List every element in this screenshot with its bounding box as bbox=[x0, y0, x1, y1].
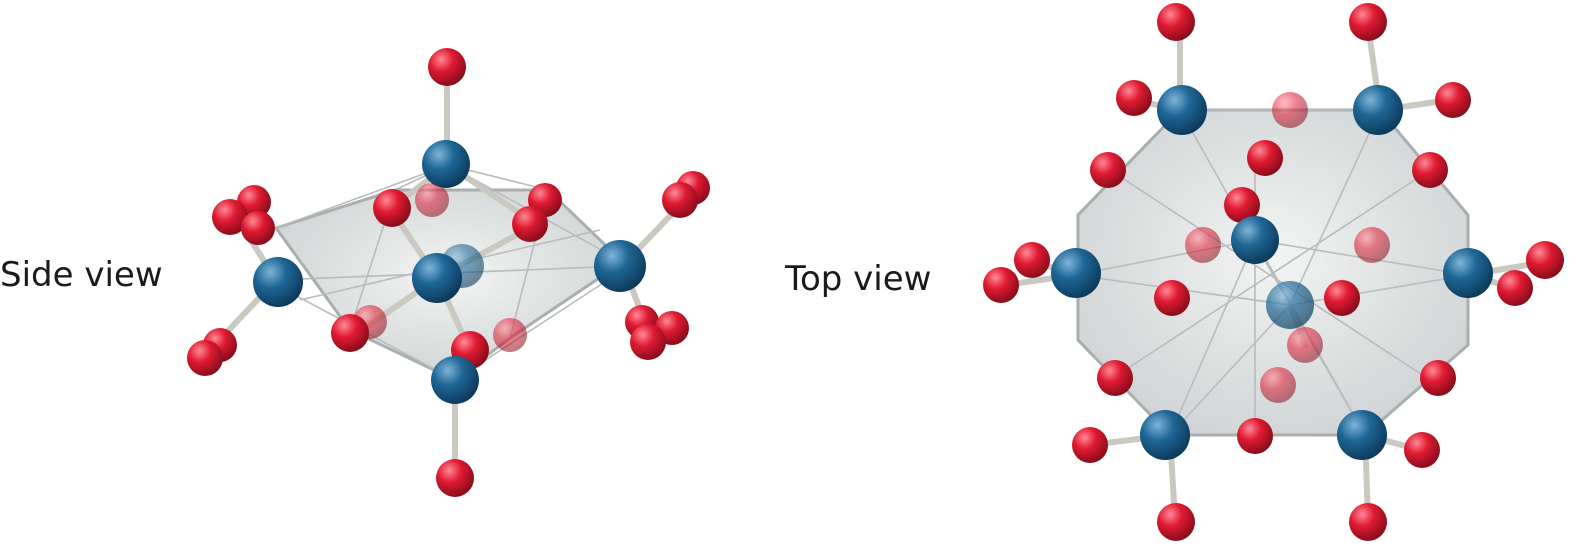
metal-atom bbox=[1443, 248, 1493, 298]
top-view-structure: Top view bbox=[784, 3, 1564, 541]
oxygen-atom bbox=[428, 48, 466, 86]
metal-atom bbox=[412, 253, 462, 303]
side-view-structure: Side view bbox=[0, 48, 710, 497]
metal-atom bbox=[594, 240, 646, 292]
oxygen-atom bbox=[373, 189, 411, 227]
oxygen-atom bbox=[1497, 270, 1533, 306]
oxygen-atom bbox=[1354, 227, 1390, 263]
metal-atom bbox=[1353, 85, 1403, 135]
oxygen-atom bbox=[241, 211, 275, 245]
oxygen-atom bbox=[1247, 140, 1283, 176]
oxygen-atom bbox=[1420, 360, 1456, 396]
metal-atom bbox=[431, 356, 479, 404]
oxygen-atom bbox=[1116, 80, 1152, 116]
oxygen-atom bbox=[1157, 503, 1195, 541]
side-view-label: Side view bbox=[0, 255, 163, 295]
metal-atom bbox=[1157, 85, 1207, 135]
metal-atom bbox=[1231, 216, 1279, 264]
top-view-label: Top view bbox=[784, 259, 931, 299]
oxygen-atom bbox=[1349, 503, 1387, 541]
oxygen-atom bbox=[1404, 432, 1440, 468]
oxygen-atom bbox=[512, 206, 548, 242]
oxygen-atom bbox=[1526, 241, 1564, 279]
oxygen-atom bbox=[1324, 280, 1360, 316]
metal-atom bbox=[1266, 281, 1314, 329]
top-view-edges bbox=[1074, 109, 1469, 436]
oxygen-atom bbox=[1185, 227, 1221, 263]
oxygen-atom bbox=[630, 324, 666, 360]
oxygen-atom bbox=[1237, 418, 1273, 454]
oxygen-atom bbox=[662, 182, 698, 218]
oxygen-atom bbox=[1412, 152, 1448, 188]
oxygen-atom bbox=[1224, 187, 1260, 223]
oxygen-atom bbox=[1090, 152, 1126, 188]
metal-atom bbox=[1140, 410, 1190, 460]
oxygen-atom bbox=[212, 199, 248, 235]
oxygen-atom bbox=[1349, 3, 1387, 41]
oxygen-atom bbox=[983, 267, 1019, 303]
oxygen-atom bbox=[1097, 360, 1133, 396]
oxygen-atom bbox=[1435, 82, 1471, 118]
oxygen-atom bbox=[1072, 427, 1108, 463]
oxygen-atom bbox=[1260, 367, 1296, 403]
oxygen-atom bbox=[493, 318, 527, 352]
oxygen-atom bbox=[1287, 327, 1323, 363]
oxygen-atom bbox=[415, 183, 449, 217]
oxygen-atom bbox=[436, 459, 474, 497]
oxygen-atom bbox=[1272, 92, 1308, 128]
oxygen-atom bbox=[1014, 242, 1050, 278]
metal-atom bbox=[422, 140, 470, 188]
oxygen-atom bbox=[1154, 280, 1190, 316]
oxygen-atom bbox=[331, 314, 369, 352]
metal-atom bbox=[253, 257, 303, 307]
oxygen-atom bbox=[1157, 3, 1195, 41]
metal-atom bbox=[1337, 410, 1387, 460]
metal-atom bbox=[1051, 248, 1101, 298]
oxygen-atom bbox=[187, 340, 223, 376]
